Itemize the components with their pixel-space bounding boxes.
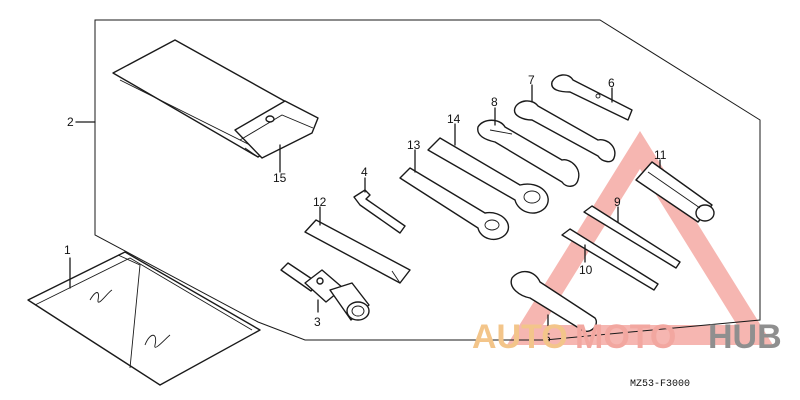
part-label-1: 1: [64, 243, 71, 257]
part-label-5: 5: [544, 331, 551, 345]
open-wrench-8: [477, 119, 580, 187]
part-label-11: 11: [654, 148, 667, 162]
leader-lines: [69, 84, 661, 331]
part-label-7: 7: [528, 73, 535, 87]
box-wrench-14: [427, 137, 549, 214]
part-label-12: 12: [313, 195, 327, 209]
pin-spanner: [510, 271, 597, 332]
part-label-14: 14: [447, 112, 461, 126]
hex-key: [353, 189, 406, 234]
part-label-2: 2: [67, 115, 74, 129]
part-label-4: 4: [361, 165, 368, 179]
document-bag: [27, 251, 261, 386]
watermark-auto: AUTO: [472, 318, 568, 356]
kit-boundary-outline: [94, 19, 761, 341]
part-label-13: 13: [407, 138, 421, 152]
screwdriver-handle: [635, 161, 715, 223]
open-wrench-6: [551, 74, 633, 121]
drawing-code: MZ53-F3000: [630, 379, 690, 390]
part-label-6: 6: [608, 76, 615, 90]
watermark-hub: HUB: [708, 318, 782, 356]
watermark-logo: AUTO MOTO HUB: [472, 318, 782, 356]
part-label-9: 9: [614, 195, 621, 209]
tool-pouch: [112, 39, 319, 159]
part-label-8: 8: [491, 95, 498, 109]
watermark-moto: MOTO: [575, 318, 676, 356]
screwdriver-bit-10: [561, 228, 659, 291]
spark-plug-wrench: [280, 262, 370, 321]
screwdriver-bit-9: [583, 205, 681, 269]
box-wrench-13: [399, 167, 510, 241]
part-label-15: 15: [273, 171, 287, 185]
part-label-3: 3: [314, 315, 321, 329]
extension-bar: [304, 219, 411, 284]
part-label-10: 10: [579, 263, 593, 277]
